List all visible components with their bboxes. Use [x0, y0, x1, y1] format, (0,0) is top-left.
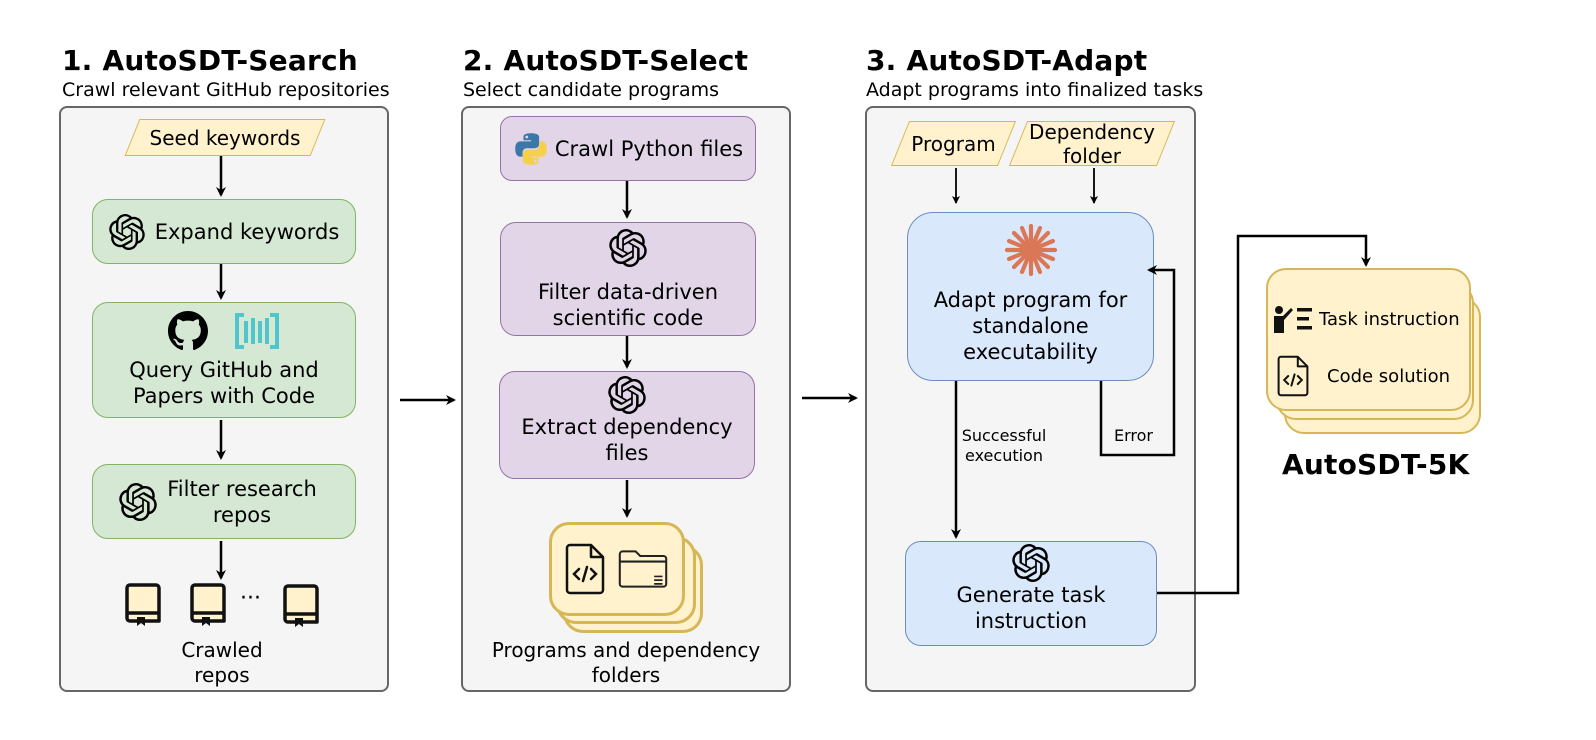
- query-github-label-2: Papers with Code: [132, 384, 316, 408]
- repo-book-icon: [188, 583, 228, 627]
- openai-icon: [1012, 544, 1050, 582]
- seed-keywords-label: Seed keywords: [149, 125, 301, 150]
- generate-task-node: Generate task instruction: [905, 541, 1157, 646]
- code-file-icon: [1277, 355, 1309, 397]
- repo-book-icon: [123, 583, 163, 627]
- extract-dependency-node: Extract dependency files: [499, 371, 755, 479]
- expand-keywords-label: Expand keywords: [154, 219, 340, 244]
- crawled-repos-label-1: Crawled: [181, 638, 263, 662]
- openai-icon: [609, 229, 647, 267]
- filter-data-driven-label-2: scientific code: [552, 306, 704, 330]
- repo-ellipsis: ···: [240, 586, 261, 611]
- filter-data-driven-label-1: Filter data-driven: [537, 280, 719, 304]
- task-instruction-label: Task instruction: [1319, 308, 1460, 330]
- generate-task-label-1: Generate task: [956, 583, 1106, 607]
- program-input-label: Program: [911, 131, 996, 156]
- adapt-program-label-2: standalone: [972, 314, 1089, 338]
- programs-folders-label-2: folders: [591, 663, 661, 687]
- successful-label-1: Successful: [961, 426, 1047, 445]
- successful-label-2: execution: [965, 446, 1043, 465]
- crawl-python-label: Crawl Python files: [554, 136, 744, 161]
- dependency-folder-label-2: folder: [1062, 143, 1122, 168]
- crawled-repos-label-2: repos: [194, 663, 250, 687]
- claude-icon: [1004, 223, 1057, 277]
- extract-dependency-label-2: files: [605, 441, 649, 465]
- openai-icon: [608, 376, 646, 414]
- adapt-program-label-1: Adapt program for: [933, 288, 1128, 312]
- python-icon: [515, 132, 547, 165]
- extract-dependency-label-1: Extract dependency: [521, 415, 733, 439]
- openai-icon: [109, 214, 145, 250]
- seed-keywords-input: Seed keywords: [124, 119, 326, 156]
- code-file-icon: [565, 542, 605, 596]
- query-github-node: Query GitHub and Papers with Code: [92, 302, 356, 418]
- stage-1-subtitle: Crawl relevant GitHub repositories: [62, 79, 390, 101]
- programs-folders-label-1: Programs and dependency: [491, 638, 761, 662]
- stage-3-title: 3. AutoSDT-Adapt: [866, 44, 1148, 77]
- generate-task-label-2: instruction: [974, 609, 1088, 633]
- filter-research-label-2: repos: [212, 502, 272, 527]
- papers-with-code-icon: [235, 313, 279, 349]
- openai-icon: [119, 483, 157, 521]
- folder-icon: [617, 547, 669, 591]
- adapt-program-node: Adapt program for standalone executabili…: [907, 212, 1154, 381]
- program-input: Program: [890, 121, 1017, 166]
- filter-research-label-1: Filter research: [167, 476, 317, 501]
- dependency-folder-input: Dependency folder: [1008, 119, 1176, 168]
- dataset-title: AutoSDT-5K: [1282, 448, 1470, 481]
- successful-execution-label: Successful execution: [958, 426, 1050, 466]
- error-label: Error: [1114, 426, 1153, 445]
- code-solution-item: Code solution: [1277, 355, 1450, 397]
- programs-folders-label: Programs and dependency folders: [476, 638, 776, 688]
- expand-keywords-node: Expand keywords: [92, 199, 356, 264]
- filter-research-repos-node: Filter research repos: [92, 464, 356, 539]
- adapt-program-label-3: executability: [963, 340, 1098, 364]
- query-github-label-1: Query GitHub and: [129, 358, 319, 382]
- task-instruction-item: Task instruction: [1273, 305, 1460, 333]
- repo-book-icon: [281, 584, 321, 628]
- github-icon: [168, 311, 208, 351]
- teacher-instruction-icon: [1274, 306, 1312, 333]
- stage-2-title: 2. AutoSDT-Select: [463, 44, 749, 77]
- filter-data-driven-node: Filter data-driven scientific code: [500, 222, 756, 336]
- dependency-folder-label-1: Dependency: [1029, 119, 1155, 144]
- stage-3-subtitle: Adapt programs into finalized tasks: [866, 79, 1204, 101]
- programs-card: [549, 522, 685, 616]
- code-solution-label: Code solution: [1327, 365, 1451, 387]
- stage-2-subtitle: Select candidate programs: [463, 79, 720, 101]
- crawled-repos-label: Crawled repos: [172, 638, 272, 688]
- stage-1-title: 1. AutoSDT-Search: [62, 44, 358, 77]
- crawl-python-files-node: Crawl Python files: [500, 116, 756, 181]
